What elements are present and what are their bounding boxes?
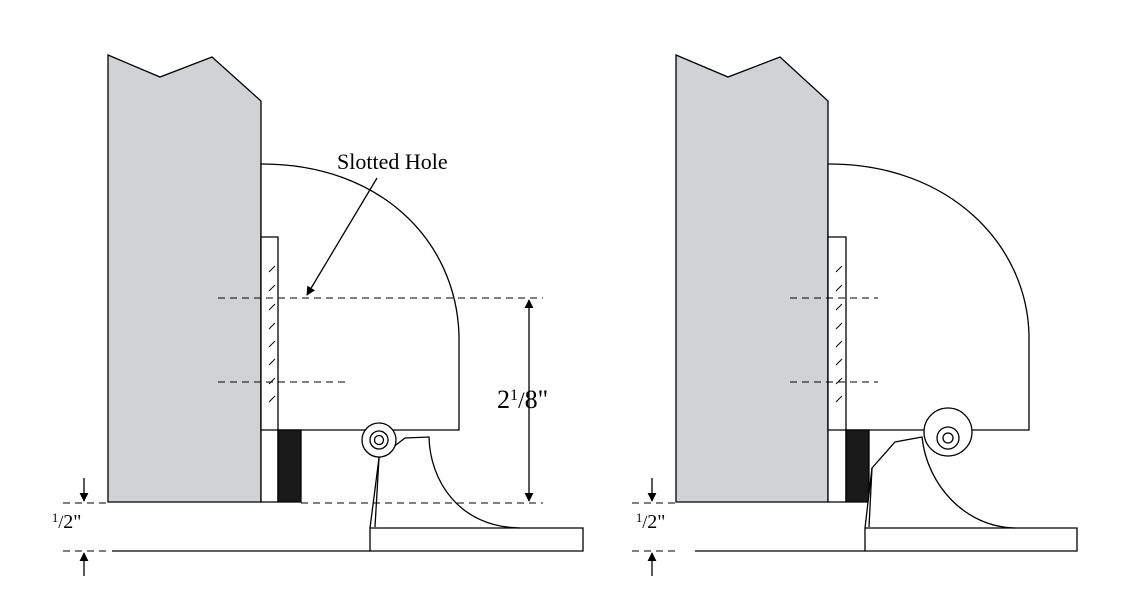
right-plate-hatch (836, 266, 842, 402)
left-slotted-hole-leader (307, 178, 377, 296)
left-gap-numerator: 1 (52, 510, 59, 525)
right-view (632, 55, 1077, 576)
height-dimension-whole: 2 (497, 385, 510, 414)
height-dimension-denominator: 8" (524, 385, 549, 414)
left-gap-denominator: 2" (63, 511, 82, 533)
height-dimension-numerator: 1 (510, 386, 519, 404)
left-stop-housing (261, 164, 459, 430)
right-roller-axle (943, 433, 953, 443)
left-roller-axle (375, 436, 384, 445)
left-plate-hatch (269, 266, 275, 402)
right-floor-bracket (865, 437, 1077, 551)
left-mounting-plate (261, 237, 278, 502)
left-rubber-pad (278, 430, 301, 502)
left-floor-bracket (370, 437, 583, 551)
right-gap-numerator: 1 (636, 510, 643, 525)
left-door-panel (108, 55, 261, 502)
right-door-panel (676, 55, 828, 502)
right-gap-denominator: 2" (647, 511, 666, 533)
right-gap-dimension-label: 1/2" (636, 510, 666, 533)
right-mounting-plate (828, 237, 846, 502)
right-stop-housing (828, 164, 1029, 430)
left-gap-dimension-label: 1/2" (52, 510, 82, 533)
left-view (63, 55, 583, 576)
slotted-hole-label: Slotted Hole (337, 149, 448, 174)
right-rubber-pad (846, 430, 869, 502)
height-dimension-label: 21/8" (497, 385, 549, 414)
